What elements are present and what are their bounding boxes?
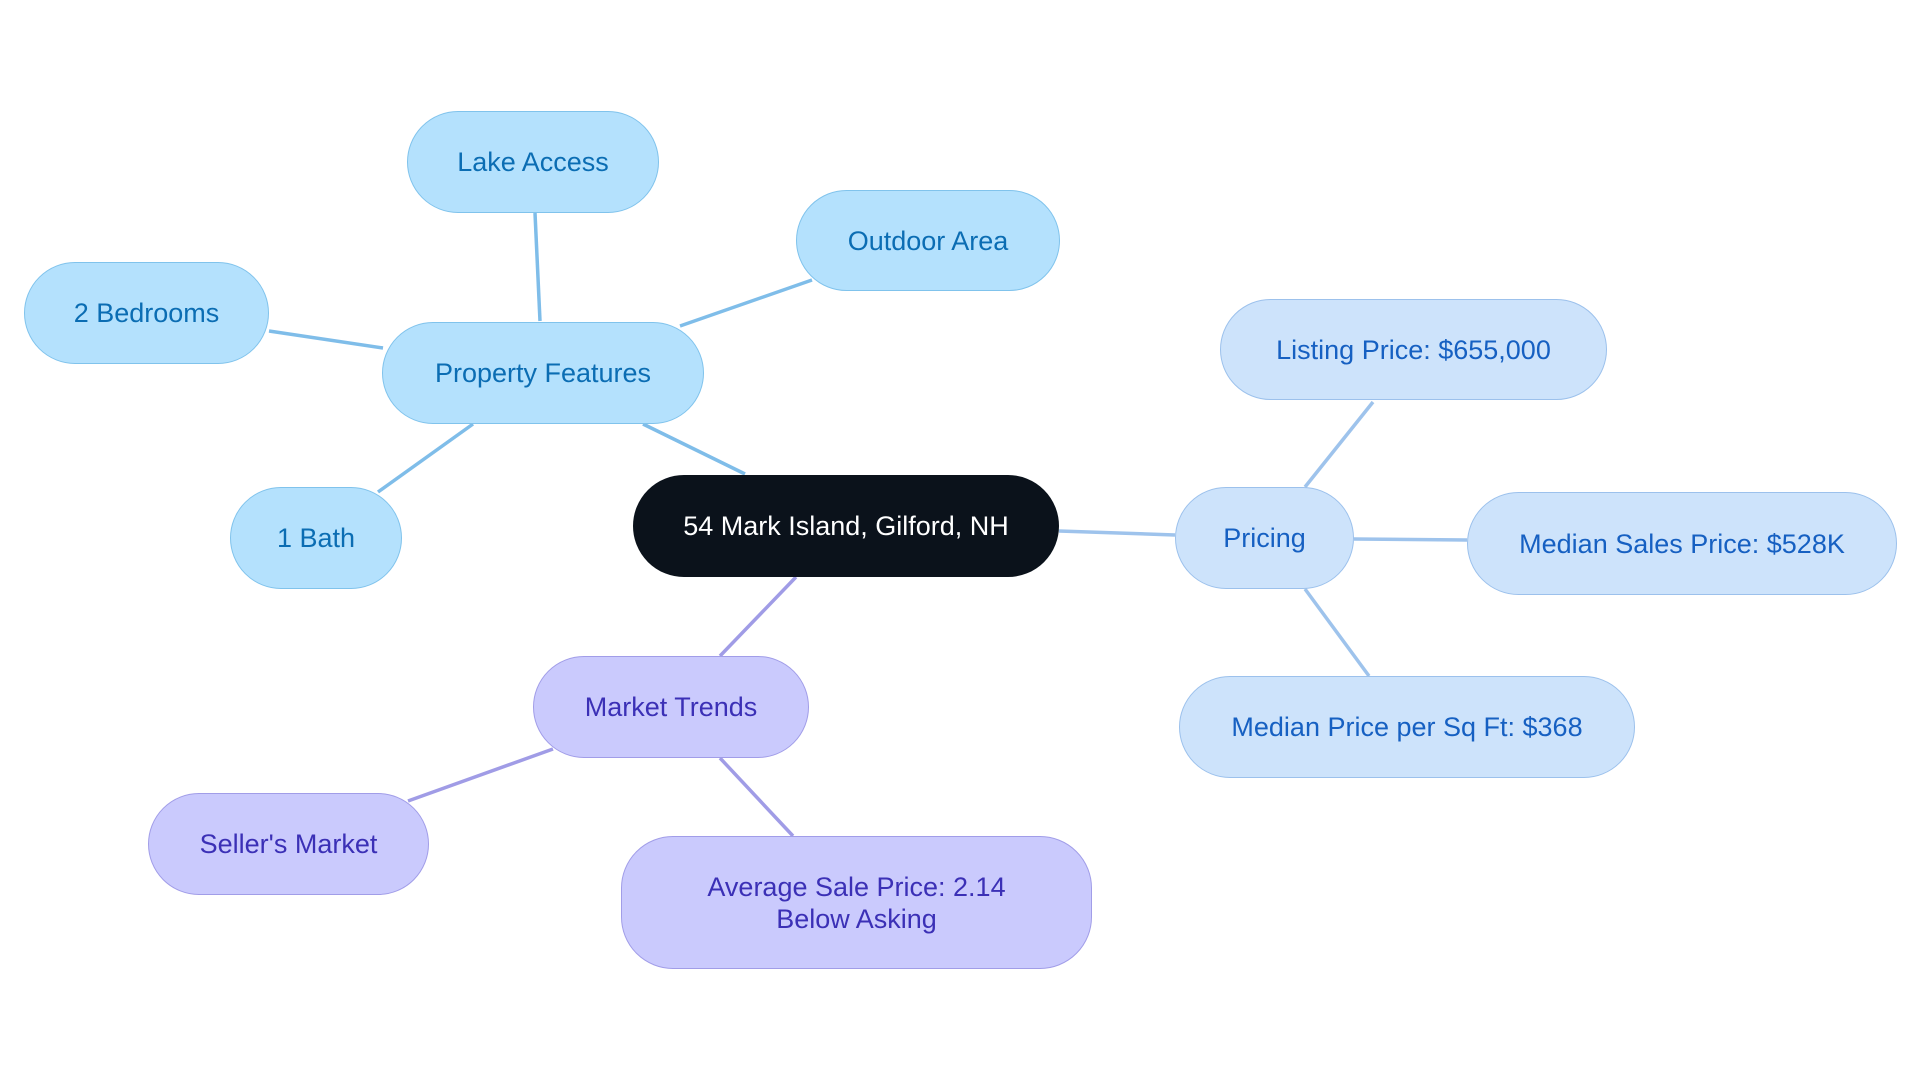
bedrooms-node[interactable]: 2 Bedrooms (24, 262, 269, 364)
sellers-market-node[interactable]: Seller's Market (148, 793, 429, 895)
center-node[interactable]: 54 Mark Island, Gilford, NH (633, 475, 1059, 577)
edge-features-bedrooms (268, 329, 384, 350)
average-sale-price-node[interactable]: Average Sale Price: 2.14 Below Asking (621, 836, 1092, 969)
market-trends-node[interactable]: Market Trends (533, 656, 809, 758)
lake-access-node[interactable]: Lake Access (407, 111, 659, 213)
median-price-sqft-node[interactable]: Median Price per Sq Ft: $368 (1179, 676, 1635, 778)
outdoor-area-node[interactable]: Outdoor Area (796, 190, 1060, 291)
median-sales-price-node[interactable]: Median Sales Price: $528K (1467, 492, 1897, 595)
edge-pricing-listing (1303, 400, 1375, 489)
edge-center-features (642, 422, 746, 476)
edge-pricing-median (1353, 537, 1468, 542)
bath-node[interactable]: 1 Bath (230, 487, 402, 589)
edge-pricing-psf (1303, 587, 1371, 678)
edge-center-trends (718, 575, 798, 658)
edge-trends-average (718, 756, 795, 838)
pricing-node[interactable]: Pricing (1175, 487, 1354, 589)
edge-features-bath (376, 422, 475, 494)
edge-features-outdoor (679, 278, 813, 328)
edge-center-pricing (1058, 529, 1176, 537)
edge-trends-seller (407, 747, 554, 803)
edge-features-lake (533, 212, 542, 322)
property-features-node[interactable]: Property Features (382, 322, 704, 424)
listing-price-node[interactable]: Listing Price: $655,000 (1220, 299, 1607, 400)
